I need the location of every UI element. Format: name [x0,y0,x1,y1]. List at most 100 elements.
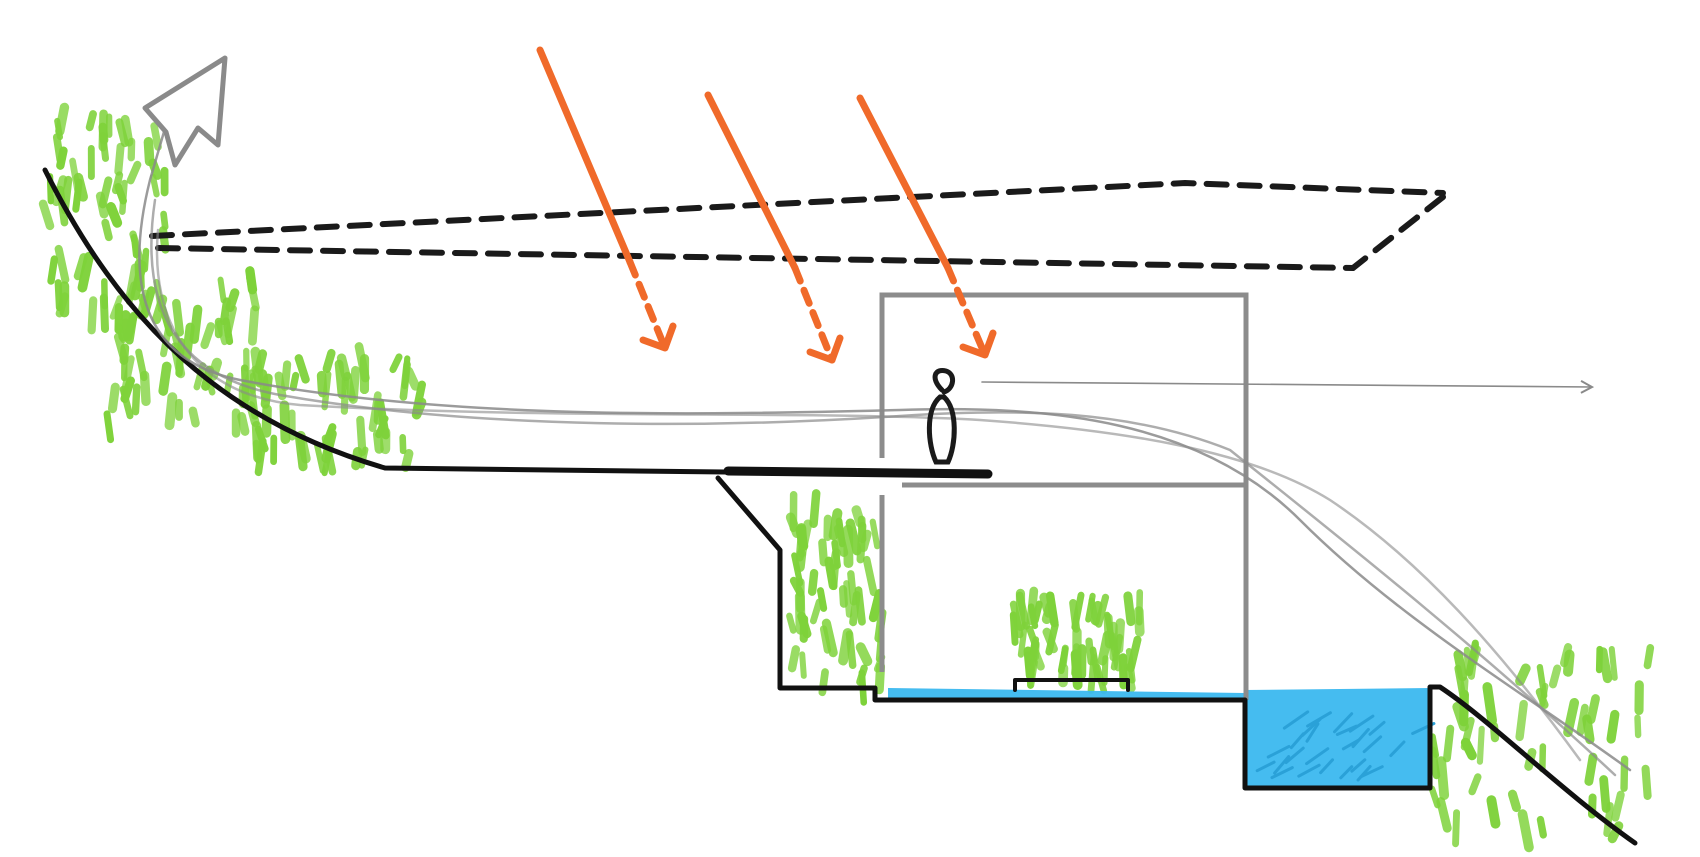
terrain-left-slope [42,167,728,475]
plant-blade [123,311,138,342]
sun-ray-dashed [944,264,989,359]
plant-blade [809,598,823,625]
plant-blade [1009,600,1024,639]
plant-blade [1085,637,1095,666]
building-frame [879,292,1249,700]
canopy-bottom-edge [155,245,1356,271]
sun-ray-solid [704,91,799,272]
plant-blade [1126,635,1142,673]
airflow-path-1 [138,116,1632,772]
plant-blade [1045,591,1059,628]
plant-blade [181,322,195,362]
plant-blade [869,518,881,550]
plant-blade [1606,709,1620,744]
plant-blade [1584,752,1598,786]
plant-cluster-icon [1009,586,1145,695]
plant-blade [1598,647,1613,684]
plant-blade [56,146,68,170]
plant-blade [1118,653,1128,690]
plant-blade [107,382,120,414]
plant-blade [225,288,240,313]
sun-ray-arrow-icon [536,46,677,352]
plant-blade [316,370,328,398]
sun-ray-arrowhead [959,329,997,359]
plant-blade [245,273,260,312]
plant-blade [172,298,184,337]
plant-blade [1643,644,1655,670]
plant-blade [1586,694,1600,725]
plant-cluster-icon [1428,639,1655,853]
plant-blade [1608,645,1618,681]
plant-blade [149,173,160,198]
water-stroke [1362,735,1383,754]
plant-blade [816,587,828,612]
plant-blade [200,322,216,350]
plant-blade [1536,815,1547,839]
plant-blade [1515,699,1528,742]
water-stroke [1255,760,1276,773]
plant-blade [831,539,841,569]
plant-blade [114,142,125,176]
plant-blade [247,305,260,346]
plant-blade [807,568,819,596]
plant-blade [135,348,148,382]
plant-blade [1030,645,1045,671]
plant-blade [73,172,88,202]
plant-blade [845,518,862,556]
plant-blade [1031,600,1043,624]
plant-blade [838,585,848,608]
plant-blade [1603,802,1614,838]
water-deep-pool [1245,688,1430,790]
plant-blade [1599,775,1611,813]
plant-blade [1517,809,1534,853]
plant-blade [1071,591,1085,631]
plant-blade [1123,591,1136,627]
plant-blade [254,425,269,453]
plant-blade [389,353,403,374]
plant-blade [294,354,310,384]
plant-blade [809,489,821,528]
roof-canopy-dashed [149,179,1446,271]
water-stroke [1289,732,1305,750]
plant-blade [217,276,227,304]
plant-blade [854,586,866,626]
water-stroke [1273,755,1291,775]
plant-blade [847,570,858,606]
plant-blade [368,391,382,433]
plant-blade [1563,697,1580,738]
plant-blade [77,251,94,293]
plant-blade [114,183,127,205]
plant-blade [1015,591,1031,630]
plant-blade [1026,586,1039,626]
plant-blade [164,392,178,431]
plant-blade [1515,663,1531,686]
plant-blade [73,253,88,281]
plant-blade [1088,597,1100,626]
plant-blade [1452,809,1461,848]
sun-ray-dashed [626,258,669,352]
plant-blade [158,361,172,396]
plant-blade [1620,755,1629,792]
plant-blade [787,645,801,673]
frame-upper-box [879,292,1249,485]
plant-blade [106,202,123,228]
plant-blade [833,524,849,558]
plant-blade [1634,714,1642,739]
plant-blade [237,412,250,436]
plant-blade [99,132,110,162]
plant-blade [1027,658,1038,689]
canopy-right-edge [1350,194,1446,271]
plant-blade [336,353,351,381]
plant-blade [120,376,135,404]
plant-blade [1026,625,1040,650]
plant-blade [372,429,384,454]
plant-blade [1070,649,1083,690]
water-stroke [1333,712,1354,734]
airflow-arrow-icon [142,55,228,168]
plant-blade [831,563,839,590]
plant-blade [845,630,857,670]
plant-blade [99,293,110,333]
plant-blade [856,521,867,564]
water-stroke [1306,711,1332,728]
plant-blade [376,398,390,440]
